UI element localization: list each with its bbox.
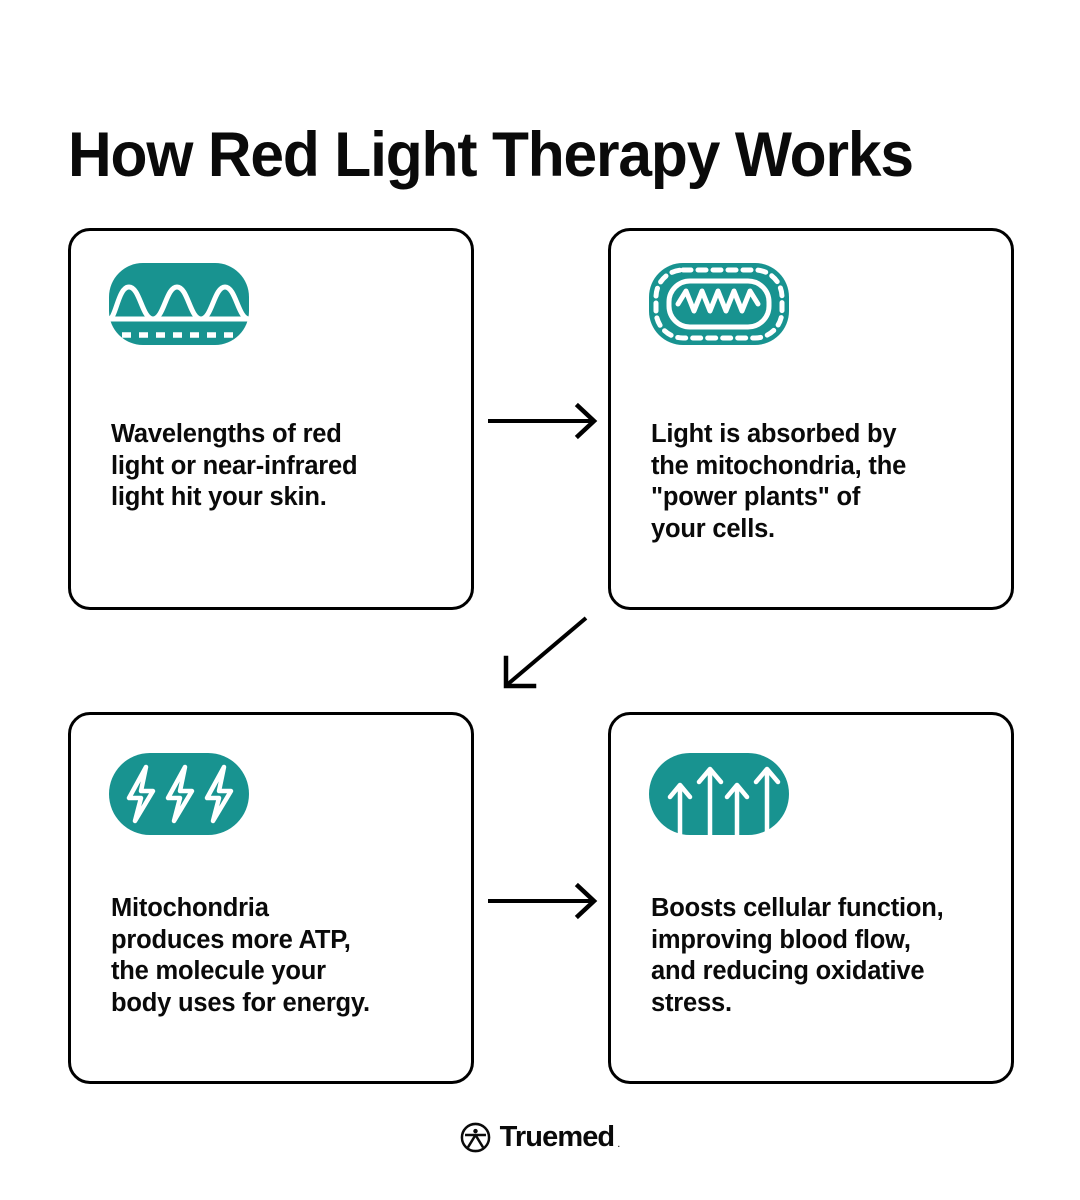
arrow-right-icon (486, 878, 602, 924)
step-card-2: Light is absorbed by the mitochondria, t… (608, 228, 1014, 610)
step-card-4-text: Boosts cellular function, improving bloo… (651, 894, 944, 1017)
trademark-mark: . (617, 1138, 621, 1150)
brand-name: Truemed (499, 1121, 615, 1153)
arrow-down-left-icon (492, 612, 596, 696)
light-waves-icon (106, 263, 252, 345)
step-card-3-text: Mitochondria produces more ATP, the mole… (111, 894, 370, 1017)
footer-logo: Truemed . (0, 1122, 1080, 1153)
step-card-4: Boosts cellular function, improving bloo… (608, 712, 1014, 1084)
arrow-right-icon (486, 398, 602, 444)
mitochondria-icon (649, 263, 789, 345)
lightning-bolts-icon (109, 753, 249, 835)
step-card-3: Mitochondria produces more ATP, the mole… (68, 712, 474, 1084)
step-card-2-text: Light is absorbed by the mitochondria, t… (651, 420, 907, 543)
step-card-1-text: Wavelengths of red light or near-infrare… (111, 420, 358, 511)
truemed-circle-icon (460, 1122, 491, 1153)
up-arrows-icon (649, 753, 789, 838)
step-card-1: Wavelengths of red light or near-infrare… (68, 228, 474, 610)
page-title: How Red Light Therapy Works (68, 120, 914, 191)
